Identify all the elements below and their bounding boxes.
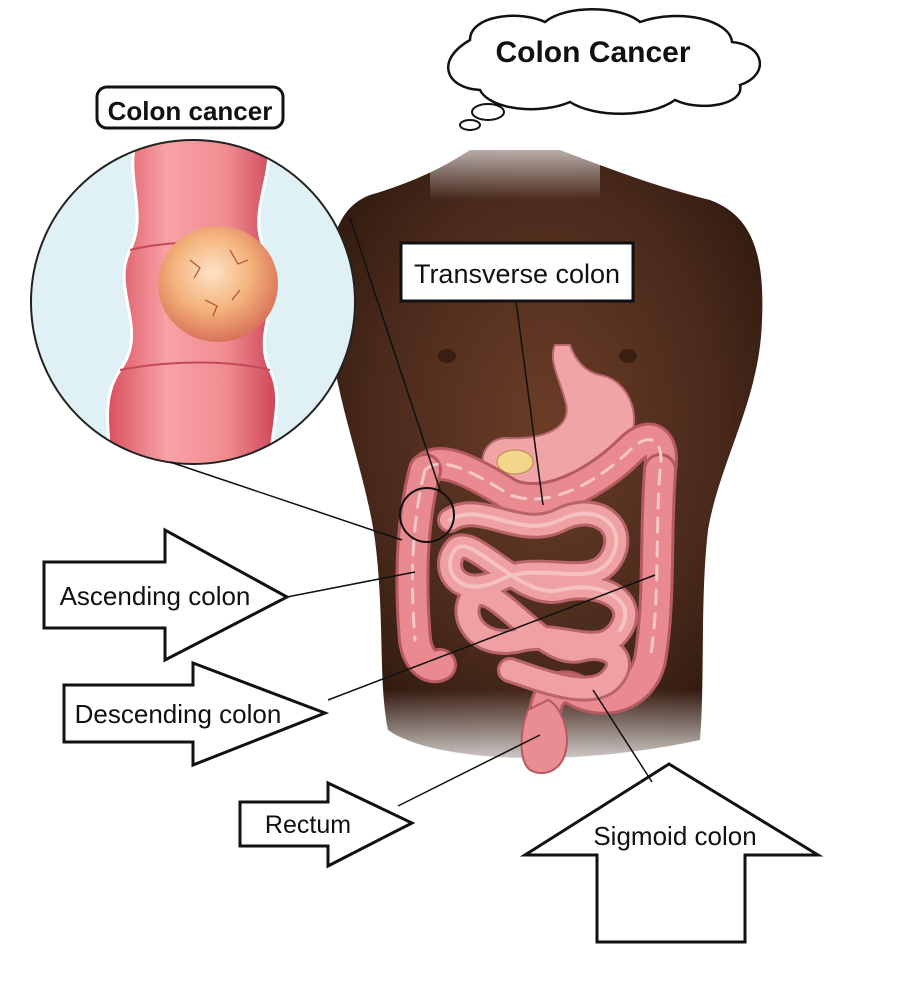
rectum-arrow: Rectum — [238, 734, 541, 869]
title-bubble: Colon Cancer — [447, 8, 761, 131]
inset-magnifier — [30, 139, 356, 465]
rectum-pointer — [397, 734, 541, 807]
inset-connector-upper — [349, 217, 441, 491]
tumor — [158, 226, 278, 342]
descending-pointer — [327, 574, 656, 701]
title-text: Colon Cancer — [495, 36, 690, 69]
ascending-pointer — [286, 571, 416, 598]
ascending-arrow: Ascending colon — [42, 527, 416, 663]
sigmoid-pointer — [592, 689, 653, 783]
transverse-label: Transverse colon — [399, 241, 635, 506]
sigmoid-arrow: Sigmoid colon — [519, 689, 824, 944]
small-intestine — [437, 500, 639, 702]
magnify-marker — [399, 487, 455, 543]
rectum-label-text: Rectum — [265, 811, 351, 839]
inset-connector-lower — [169, 461, 403, 541]
inset-label-text: Colon cancer — [108, 96, 273, 126]
rectum — [520, 698, 568, 775]
transverse-pointer — [515, 300, 544, 506]
sigmoid-label-text: Sigmoid colon — [593, 821, 756, 851]
descending-arrow: Descending colon — [62, 574, 656, 768]
descending-label-text: Descending colon — [75, 699, 282, 729]
transverse-label-text: Transverse colon — [414, 259, 620, 289]
ascending-label-text: Ascending colon — [60, 581, 251, 611]
inset-label-box: Colon cancer — [95, 85, 285, 130]
